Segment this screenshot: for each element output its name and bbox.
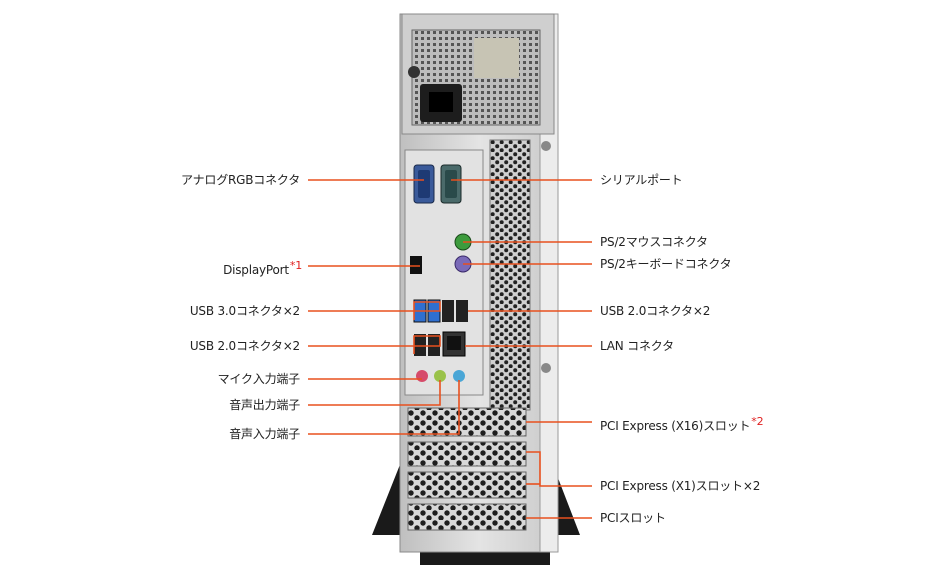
- label-pci: PCIスロット: [600, 511, 666, 525]
- thumbscrew-icon: [541, 141, 551, 151]
- label-mic-in: マイク入力端子: [217, 372, 301, 386]
- label-displayport-text: DisplayPort: [223, 263, 289, 277]
- label-lan: LAN コネクタ: [600, 339, 674, 353]
- label-serial: シリアルポート: [600, 173, 683, 187]
- label-pcie-x16: PCI Express (X16)スロット*2: [600, 415, 764, 433]
- label-pcie-x16-text: PCI Express (X16)スロット: [600, 419, 751, 433]
- label-usb20-right: USB 2.0コネクタ×2: [600, 304, 711, 318]
- label-usb20-left: USB 2.0コネクタ×2: [189, 339, 300, 353]
- label-displayport: DisplayPort*1: [223, 259, 302, 277]
- label-ps2-mouse: PS/2マウスコネクタ: [600, 235, 708, 249]
- label-usb30: USB 3.0コネクタ×2: [189, 304, 300, 318]
- label-audio-out: 音声出力端子: [229, 398, 300, 412]
- label-analog-rgb: アナログRGBコネクタ: [181, 173, 300, 187]
- note-marker: *1: [289, 259, 302, 272]
- label-audio-in: 音声入力端子: [229, 427, 300, 441]
- leader-lines: [308, 179, 592, 519]
- label-ps2-keyboard: PS/2キーボードコネクタ: [600, 257, 732, 271]
- io-panel: [404, 149, 484, 396]
- power-supply: [408, 29, 541, 126]
- label-pcie-x1: PCI Express (X1)スロット×2: [600, 479, 761, 493]
- expansion-slots: [407, 407, 527, 531]
- thumbscrew-icon: [541, 363, 551, 373]
- side-vent: [489, 139, 531, 411]
- note-marker: *2: [751, 415, 764, 428]
